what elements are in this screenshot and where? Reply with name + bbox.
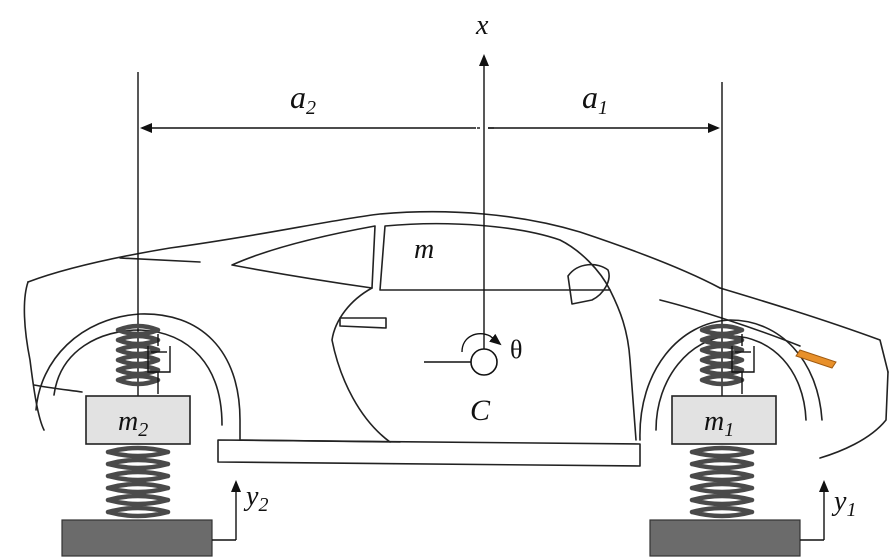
rear-damper [147, 334, 171, 394]
car-window [231, 225, 376, 289]
rear-wheel-mass-m2 [85, 395, 191, 445]
y2-label: y2 [243, 481, 268, 516]
theta-rotation-arrow [461, 333, 502, 353]
car-rear-wheel-arch-inner [53, 329, 223, 426]
car-front-bumper [819, 371, 889, 459]
car-side-sill [217, 439, 641, 467]
rear-upper-spring [115, 323, 161, 387]
front-side-light [795, 349, 837, 369]
y1-label: y1 [831, 486, 856, 521]
body-mass-label: m [414, 234, 434, 265]
center-label: C [470, 394, 491, 427]
a2-label: a2 [290, 79, 316, 119]
front-damper [731, 334, 755, 394]
car-body-outline [23, 210, 889, 467]
center-of-gravity-circle [470, 348, 498, 376]
car-rocker-line [239, 439, 401, 443]
front-wheel-mass-m1 [671, 395, 777, 445]
front-road-input-block [649, 519, 801, 557]
front-tire-spring [689, 445, 755, 519]
theta-label: θ [510, 335, 522, 364]
car-hood-line [719, 287, 889, 373]
car-door-front [609, 289, 637, 441]
rear-suspension: m2 y2 [61, 323, 268, 557]
m2-label: m2 [118, 406, 148, 441]
rear-road-input-block [61, 519, 213, 557]
car-window-rear [379, 222, 611, 291]
rear-tire-spring [105, 445, 171, 519]
car-door-handle [339, 317, 387, 329]
x-axis-label: x [475, 10, 489, 41]
car-door-line [331, 287, 391, 443]
car-rear-end [23, 281, 45, 431]
front-suspension: m1 y1 [649, 323, 856, 557]
car-rear-crease [33, 384, 83, 393]
m1-label: m1 [704, 406, 734, 441]
car-mirror [567, 263, 610, 305]
car-roof-line [27, 210, 721, 289]
car-hood-crease [659, 299, 801, 347]
a1-label: a1 [582, 79, 608, 119]
front-upper-spring [699, 323, 745, 387]
car-rear-wheel-arch [35, 313, 241, 441]
car-roof-antenna [119, 257, 201, 263]
